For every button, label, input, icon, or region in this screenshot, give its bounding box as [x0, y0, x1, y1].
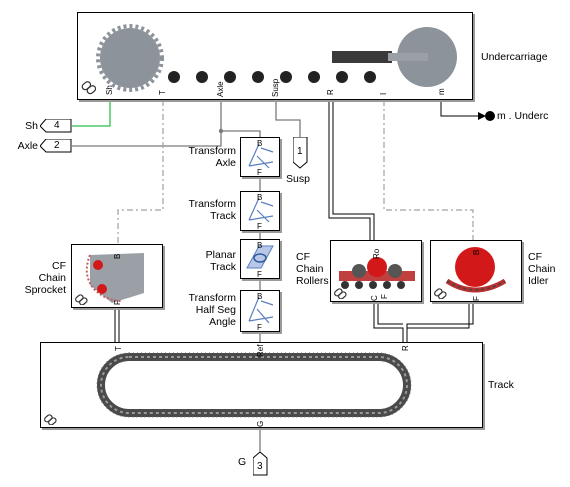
- wire-axle: [220, 100, 261, 139]
- wire-r-b: [332, 100, 375, 240]
- wire-sh: [72, 100, 111, 127]
- goto-m-icon[interactable]: [484, 110, 496, 122]
- link-icon: [334, 288, 347, 299]
- inport-axle-name: Axle: [17, 140, 38, 152]
- road-wheels-icon: [168, 71, 376, 83]
- arrow-m: [478, 112, 486, 120]
- transform-axle-block[interactable]: B F: [240, 137, 280, 177]
- port-axle: Axle: [216, 81, 225, 97]
- track-label: Track: [488, 379, 514, 391]
- inport-susp[interactable]: 1: [292, 136, 308, 169]
- undercarriage-block[interactable]: Sh T Axle Susp R I m: [77, 12, 473, 100]
- inport-susp-name: Susp: [286, 173, 310, 185]
- inport-sh-name: Sh: [25, 120, 38, 132]
- wire-axle-in: [72, 131, 222, 147]
- planar-track-block[interactable]: B F: [240, 239, 280, 279]
- wire-m: [440, 100, 478, 117]
- suspension-arm-icon: [332, 51, 392, 63]
- link-icon: [81, 81, 97, 95]
- idler-icon: [445, 247, 507, 293]
- port-m: m: [437, 88, 446, 95]
- port-t: T: [158, 90, 167, 95]
- inport-axle[interactable]: 2: [39, 138, 72, 153]
- link-icon: [75, 294, 88, 305]
- frame-transform-icon: [248, 143, 274, 169]
- track-chain-icon: [96, 352, 412, 418]
- junction-axle: [218, 128, 224, 134]
- track-block[interactable]: T Ref R G: [40, 342, 483, 428]
- rollers-icon: [339, 257, 415, 289]
- frame-transform-icon: [248, 296, 274, 324]
- wire-r-a: [328, 100, 371, 240]
- sprocket-gear-icon: [96, 24, 164, 92]
- frame-transform-icon: [248, 197, 274, 223]
- port-i: I: [379, 92, 388, 95]
- port-r: R: [326, 89, 335, 95]
- cf-chain-sprocket-block[interactable]: B F: [71, 244, 163, 308]
- wire-t: [117, 100, 164, 244]
- cf-chain-idler-block[interactable]: B F: [430, 240, 522, 302]
- transform-half-seg-block[interactable]: B F: [240, 290, 280, 332]
- link-icon: [44, 414, 57, 425]
- outport-g[interactable]: 3: [252, 451, 268, 476]
- inport-sh[interactable]: 4: [39, 118, 72, 133]
- sprocket-icon: [85, 253, 144, 303]
- port-susp: Susp: [271, 78, 280, 97]
- outport-g-name: G: [238, 456, 247, 468]
- cf-chain-rollers-block[interactable]: Ro C F: [330, 240, 422, 302]
- planar-joint-icon: [246, 245, 274, 269]
- goto-m-underc-label: m . Underc: [497, 110, 549, 122]
- wire-susp: [275, 100, 301, 137]
- undercarriage-icon: [81, 24, 457, 95]
- port-sh: Sh: [105, 85, 114, 95]
- wire-i: [383, 100, 474, 240]
- transform-track-block[interactable]: B F: [240, 191, 280, 231]
- link-icon: [434, 288, 447, 299]
- undercarriage-label: Undercarriage: [481, 51, 548, 63]
